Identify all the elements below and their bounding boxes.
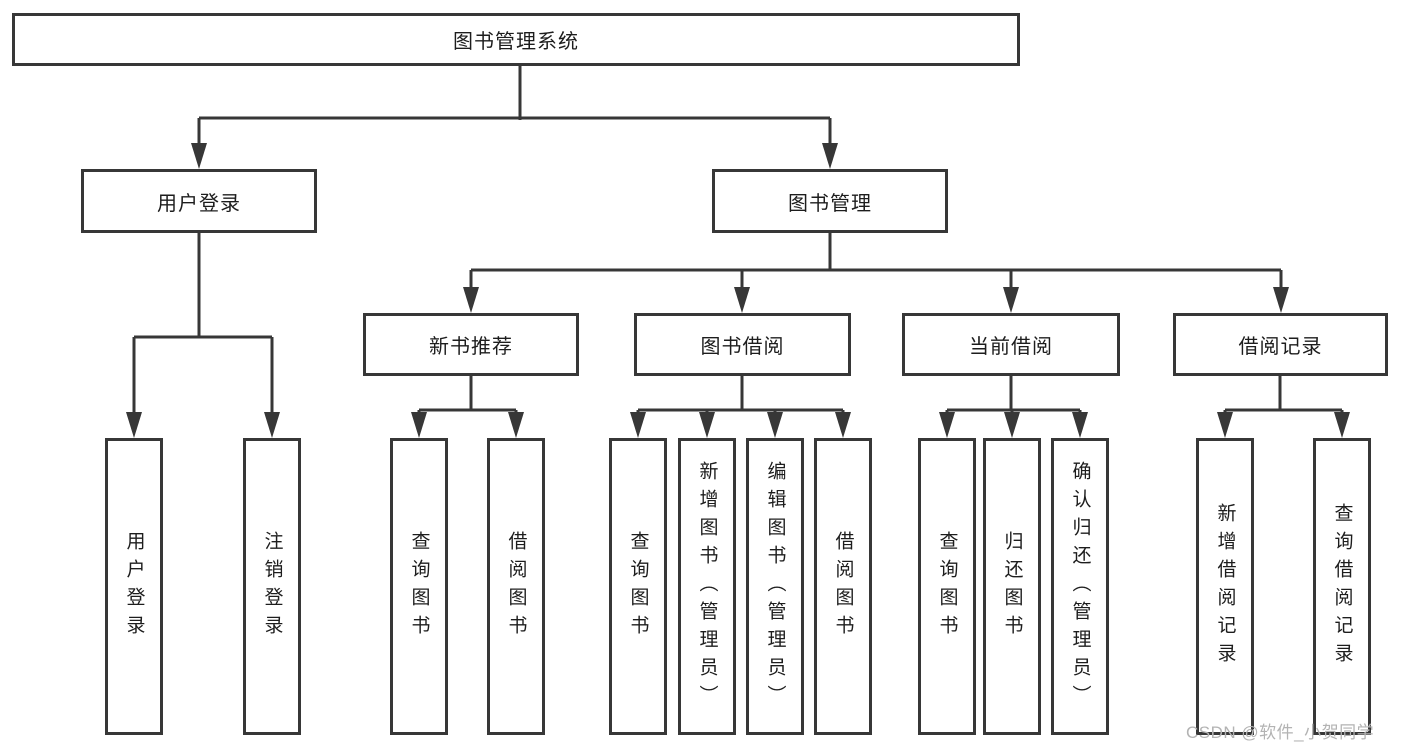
node-root: 图书管理系统 — [12, 13, 1020, 66]
arrowhead-icon — [411, 412, 427, 438]
leaf-borrow-add: 新增图书（管理员） — [678, 438, 736, 735]
node-current-borrow: 当前借阅 — [902, 313, 1120, 376]
node-book-management-label: 图书管理 — [788, 192, 872, 215]
node-user-login: 用户登录 — [81, 169, 317, 233]
leaf-records-add-label: 新增借阅记录 — [1214, 502, 1236, 671]
arrowhead-icon — [1334, 412, 1350, 438]
leaf-records-add: 新增借阅记录 — [1196, 438, 1254, 735]
node-book-borrow-label: 图书借阅 — [700, 336, 785, 358]
arrowhead-icon — [630, 412, 646, 438]
arrowhead-icon — [1003, 287, 1019, 313]
leaf-newbooks-query-label: 查询图书 — [408, 530, 430, 643]
leaf-current-confirm-label: 确认归还（管理员） — [1069, 460, 1091, 713]
leaf-borrow-add-label: 新增图书（管理员） — [696, 460, 718, 713]
leaf-current-query-label: 查询图书 — [936, 530, 958, 643]
arrowheads — [126, 143, 1350, 438]
leaf-newbooks-borrow-label: 借阅图书 — [505, 530, 527, 643]
arrowhead-icon — [126, 412, 142, 438]
node-borrow-records-label: 借阅记录 — [1238, 336, 1323, 358]
leaf-current-return-label: 归还图书 — [1001, 530, 1023, 643]
leaf-current-return: 归还图书 — [983, 438, 1041, 735]
arrowhead-icon — [939, 412, 955, 438]
node-user-login-label: 用户登录 — [157, 192, 241, 215]
arrowhead-icon — [699, 412, 715, 438]
leaf-borrow-query-label: 查询图书 — [627, 530, 649, 643]
leaf-logout-label: 注销登录 — [261, 530, 283, 643]
leaf-user-login-label: 用户登录 — [123, 530, 145, 643]
node-new-books-label: 新书推荐 — [429, 336, 513, 358]
arrowhead-icon — [1072, 412, 1088, 438]
leaf-borrow-edit-label: 编辑图书（管理员） — [764, 460, 786, 713]
arrowhead-icon — [1217, 412, 1233, 438]
arrowhead-icon — [835, 412, 851, 438]
connector-path — [132, 66, 1344, 420]
arrowhead-icon — [734, 287, 750, 313]
leaf-logout: 注销登录 — [243, 438, 301, 735]
leaf-newbooks-query: 查询图书 — [390, 438, 448, 735]
node-borrow-records: 借阅记录 — [1173, 313, 1388, 376]
node-new-books: 新书推荐 — [363, 313, 579, 376]
arrowhead-icon — [767, 412, 783, 438]
leaf-borrow-query: 查询图书 — [609, 438, 667, 735]
arrowhead-icon — [508, 412, 524, 438]
arrowhead-icon — [822, 143, 838, 169]
node-book-management: 图书管理 — [712, 169, 948, 233]
arrowhead-icon — [463, 287, 479, 313]
arrowhead-icon — [264, 412, 280, 438]
leaf-current-confirm: 确认归还（管理员） — [1051, 438, 1109, 735]
leaf-borrow-borrow: 借阅图书 — [814, 438, 872, 735]
leaf-user-login: 用户登录 — [105, 438, 163, 735]
node-current-borrow-label: 当前借阅 — [969, 336, 1053, 358]
leaf-records-query-label: 查询借阅记录 — [1331, 502, 1353, 671]
arrowhead-icon — [1273, 287, 1289, 313]
leaf-borrow-borrow-label: 借阅图书 — [832, 530, 854, 643]
arrowhead-icon — [1004, 412, 1020, 438]
node-book-borrow: 图书借阅 — [634, 313, 851, 376]
csdn-watermark: CSDN @软件_小贺同学 — [1186, 723, 1375, 742]
node-root-label: 图书管理系统 — [453, 31, 579, 53]
leaf-current-query: 查询图书 — [918, 438, 976, 735]
arrowhead-icon — [191, 143, 207, 169]
leaf-borrow-edit: 编辑图书（管理员） — [746, 438, 804, 735]
leaf-records-query: 查询借阅记录 — [1313, 438, 1371, 735]
leaf-newbooks-borrow: 借阅图书 — [487, 438, 545, 735]
